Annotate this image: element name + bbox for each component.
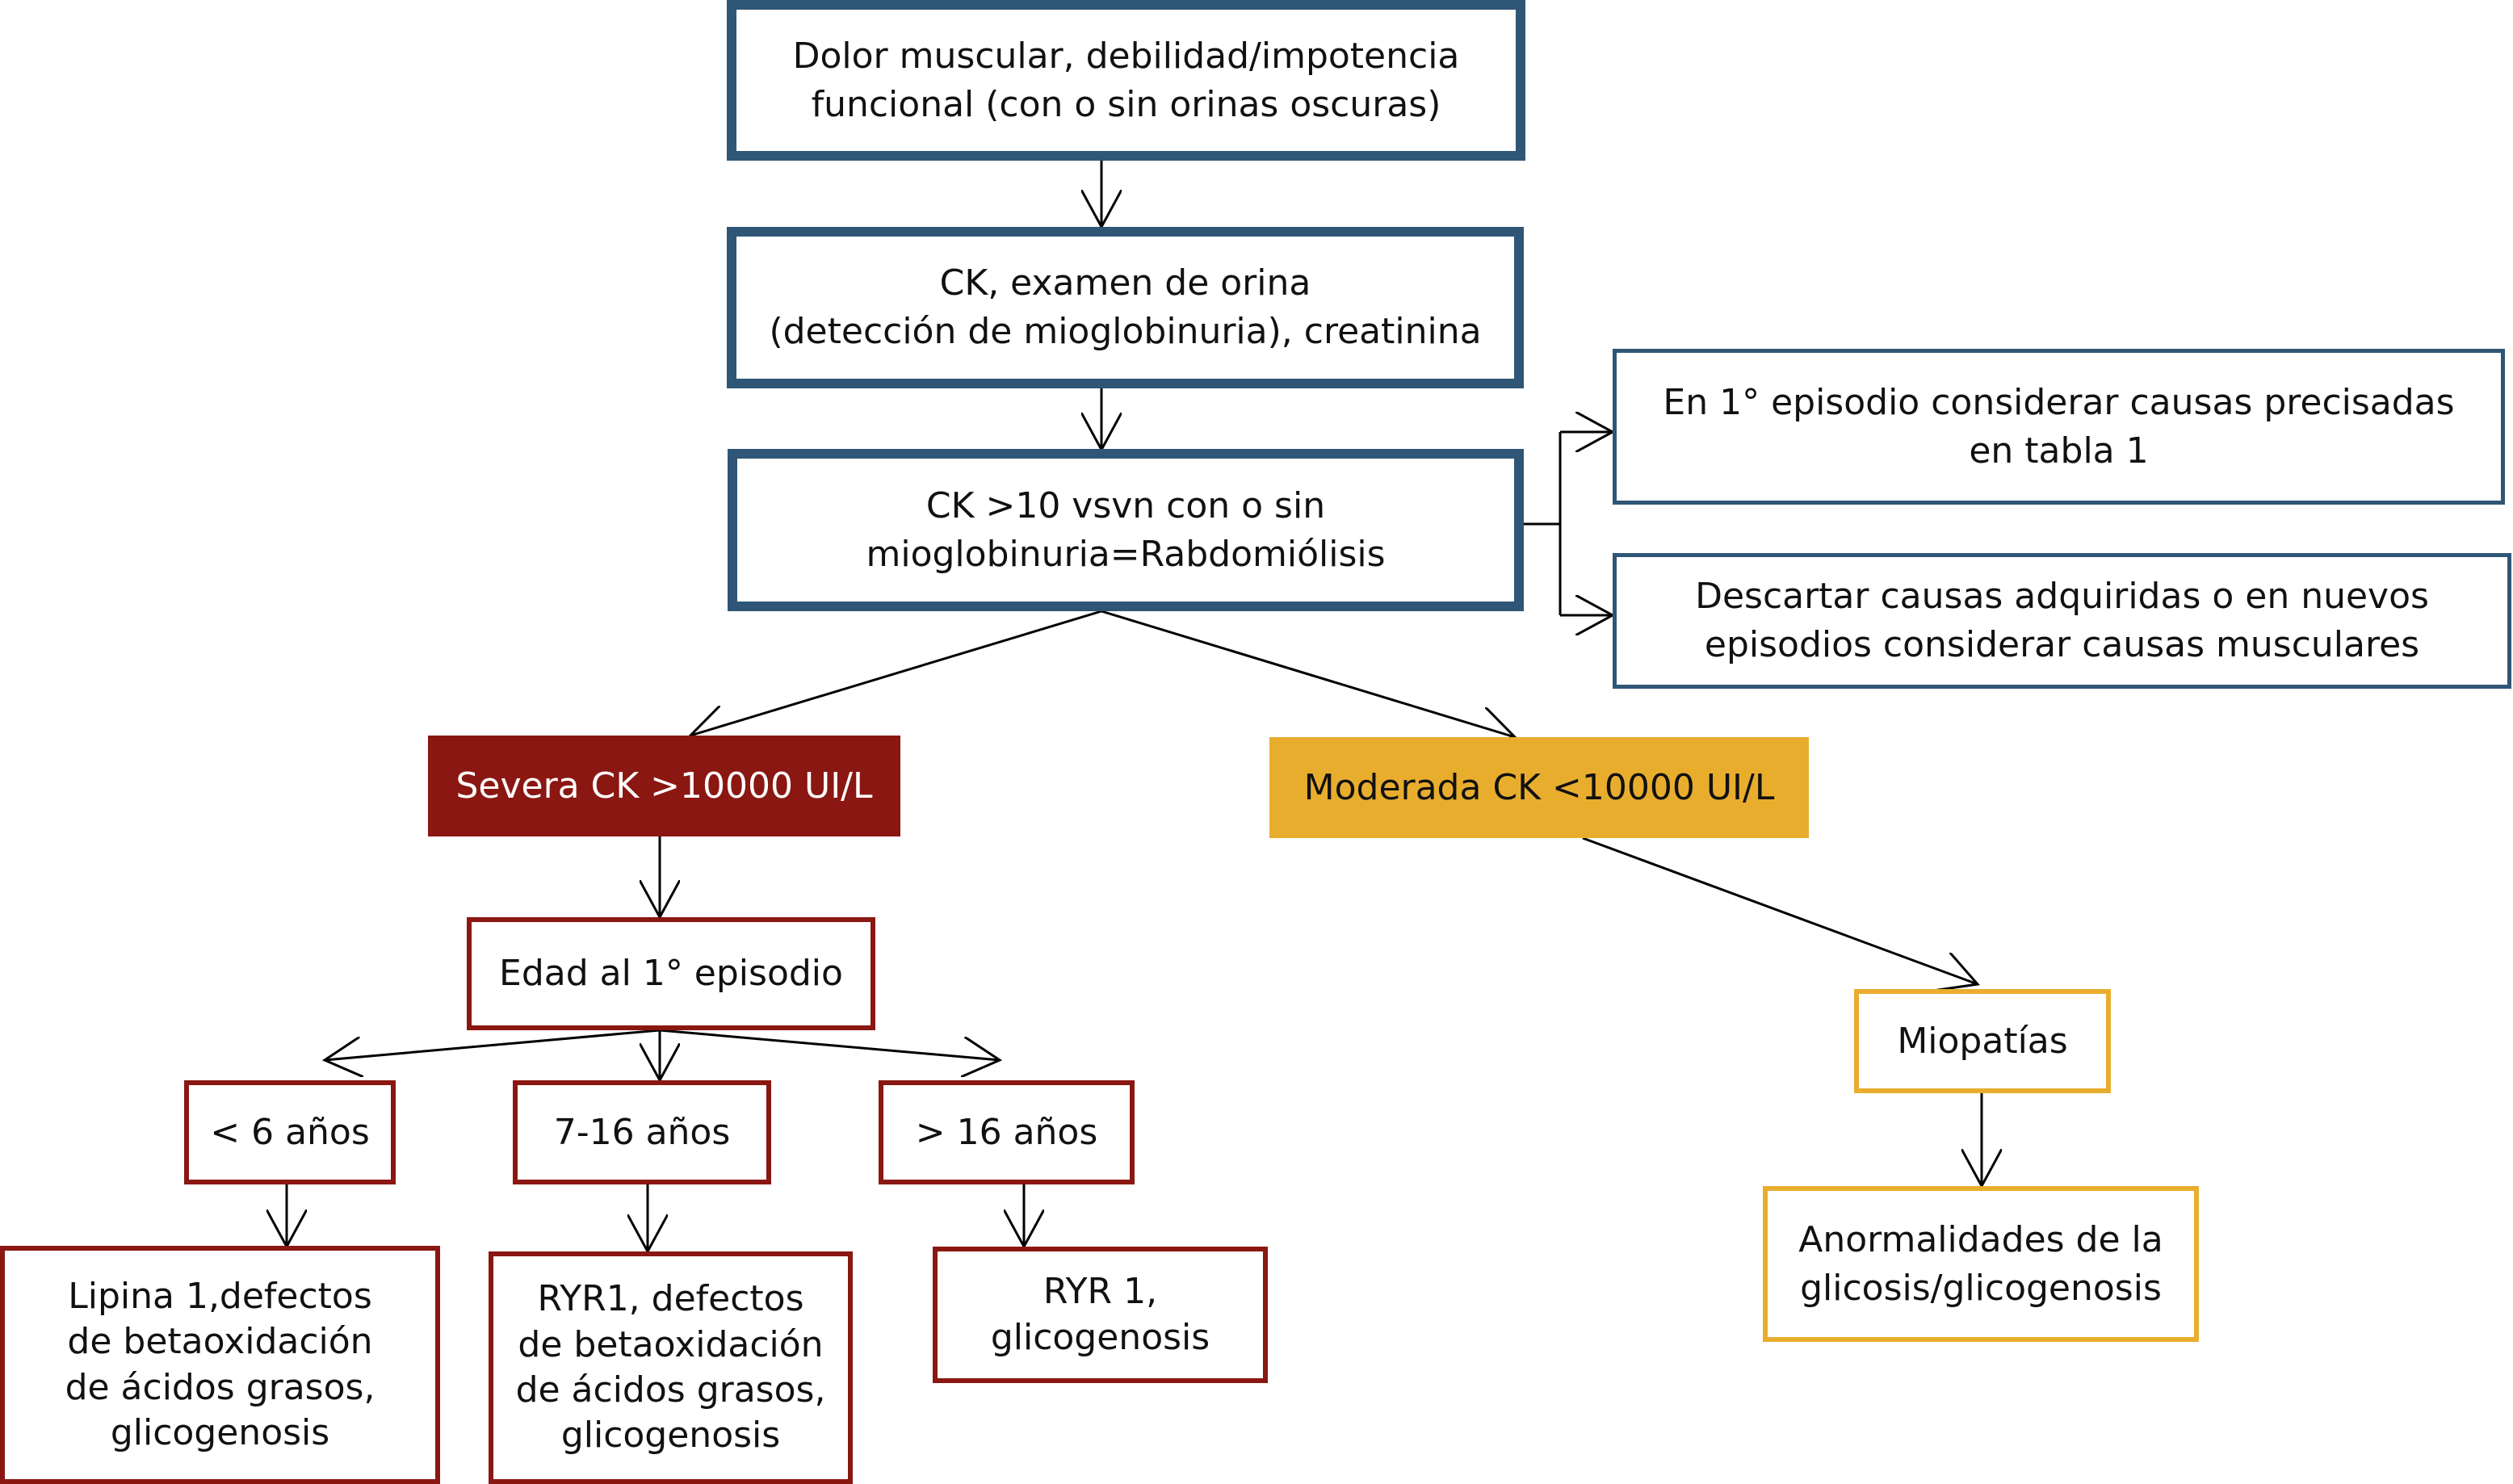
- glycosis-box: Anormalidades de la glicosis/glicogenosi…: [1763, 1186, 2199, 1342]
- arrow-rhabdo-to-moderate: [1101, 610, 1515, 737]
- moderate-ck-box: Moderada CK <10000 UI/L: [1269, 737, 1809, 838]
- age-first-episode-box: Edad al 1° episodio: [467, 917, 875, 1030]
- arrow-age-to-gt16: [659, 1029, 1000, 1060]
- age-le6-box: < 6 años: [184, 1080, 396, 1184]
- result-gt16-box: RYR 1, glicogenosis: [933, 1247, 1268, 1383]
- symptoms-box: Dolor muscular, debilidad/impotencia fun…: [727, 0, 1525, 161]
- discard-causes-box: Descartar causas adquiridas o en nuevos …: [1613, 553, 2511, 689]
- tests-box: CK, examen de orina (detección de mioglo…: [727, 227, 1524, 388]
- age-7-16-box: 7-16 años: [513, 1080, 771, 1184]
- result-7-16-box: RYR1, defectos de betaoxidación de ácido…: [489, 1251, 853, 1484]
- result-le6-box: Lipina 1,defectos de betaoxidación de ác…: [0, 1246, 440, 1484]
- arrow-age-to-le6: [325, 1029, 661, 1060]
- myopathies-box: Miopatías: [1854, 989, 2111, 1093]
- severe-ck-box: Severa CK >10000 UI/L: [428, 736, 900, 836]
- age-le6-label: < 6 años: [210, 1111, 370, 1153]
- first-episode-box: En 1° episodio considerar causas precisa…: [1613, 349, 2505, 505]
- age-gt16-box: > 16 años: [879, 1080, 1135, 1184]
- arrow-moderate-to-myopathies: [1582, 836, 1978, 984]
- rhabdomyolysis-box: CK >10 vsvn con o sin mioglobinuria=Rabd…: [728, 449, 1524, 611]
- arrow-rhabdo-to-severe: [690, 610, 1102, 736]
